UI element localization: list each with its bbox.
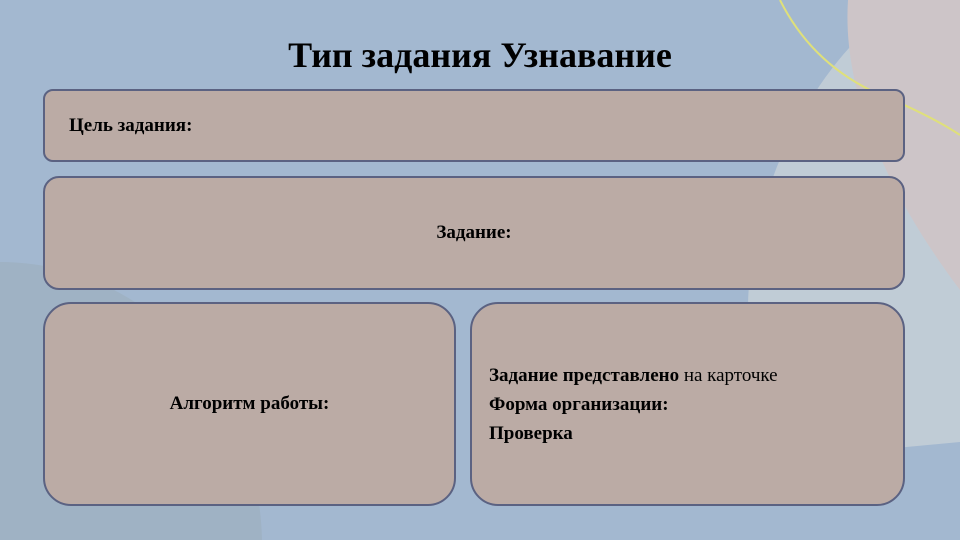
slide-title: Тип задания Узнавание [288, 35, 672, 75]
details-line-3: Проверка [489, 419, 573, 448]
details-line-1: Задание представлено на карточке [489, 361, 778, 390]
goal-box: Цель задания: [43, 89, 905, 162]
details-line-1-normal: на карточке [679, 364, 778, 386]
details-box: Задание представлено на карточке Форма о… [470, 302, 905, 506]
task-box: Задание: [43, 176, 905, 290]
organization-form-label: Форма организации: [489, 393, 669, 415]
details-line-2: Форма организации: [489, 390, 669, 419]
details-line-1-bold: Задание представлено [489, 364, 680, 386]
algorithm-box: Алгоритм работы: [43, 302, 456, 506]
check-label: Проверка [489, 422, 573, 444]
task-label: Задание: [436, 222, 512, 243]
algorithm-label: Алгоритм работы: [169, 393, 330, 414]
goal-label: Цель задания: [69, 114, 193, 136]
